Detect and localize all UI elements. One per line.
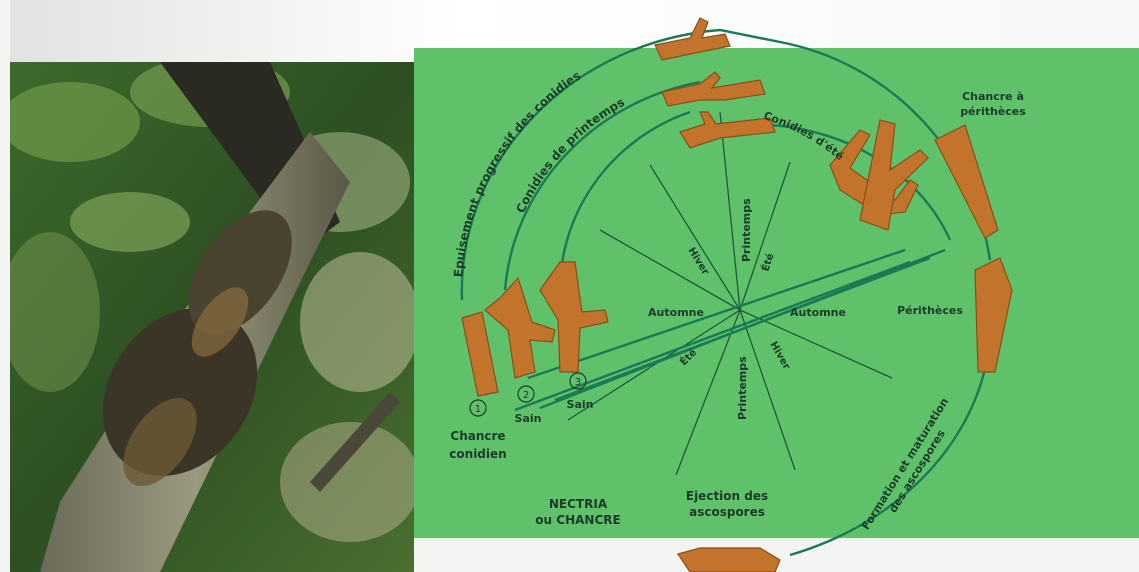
branch-top-3 [680, 112, 775, 148]
label-healthy-2: Sain [515, 412, 542, 425]
branch-top-2 [662, 72, 765, 106]
label-progressive-exhaustion: Epuisement progressif des conidies [451, 68, 583, 277]
season-labels: Printemps Été Hiver Automne Automne Été … [648, 198, 846, 420]
season-spring-bottom: Printemps [736, 356, 749, 420]
label-conidial-canker-line1: Chancre [450, 429, 505, 443]
branch-stage-1 [462, 312, 498, 396]
label-ascospore-ejection-line2: ascospores [689, 505, 765, 519]
label-healthy-3: Sain [567, 398, 594, 411]
label-perithecia: Périthèces [897, 304, 963, 317]
season-spring-top: Printemps [740, 198, 753, 262]
season-autumn-right: Automne [790, 306, 846, 319]
season-autumn-left: Automne [648, 306, 704, 319]
branch-perithecia [975, 258, 1012, 372]
stage-number-1: 1 [475, 404, 481, 415]
label-summer-conidia: Conidies d'été [762, 109, 846, 163]
season-winter-top: Hiver [685, 246, 710, 277]
branch-perithecia-canker [935, 125, 998, 238]
label-ascospore-formation: Formation et maturation des ascospores [859, 396, 963, 540]
season-summer-top: Été [758, 251, 776, 273]
stage-number-2: 2 [523, 390, 529, 401]
season-winter-bottom: Hiver [767, 340, 792, 372]
diagram-title-line1: NECTRIA [549, 497, 608, 511]
label-conidial-canker-line2: conidien [449, 447, 506, 461]
label-perithecia-canker-line2: périthèces [960, 105, 1026, 118]
svg-text:Formation et maturation: Formation et maturation [859, 396, 951, 533]
label-perithecia-canker-line1: Chancre à [962, 90, 1024, 103]
label-ascospore-ejection-line1: Ejection des [686, 489, 768, 503]
stage-number-3: 3 [575, 377, 581, 388]
branch-bottom [678, 548, 780, 572]
diagram-title-line2: ou CHANCRE [535, 513, 620, 527]
